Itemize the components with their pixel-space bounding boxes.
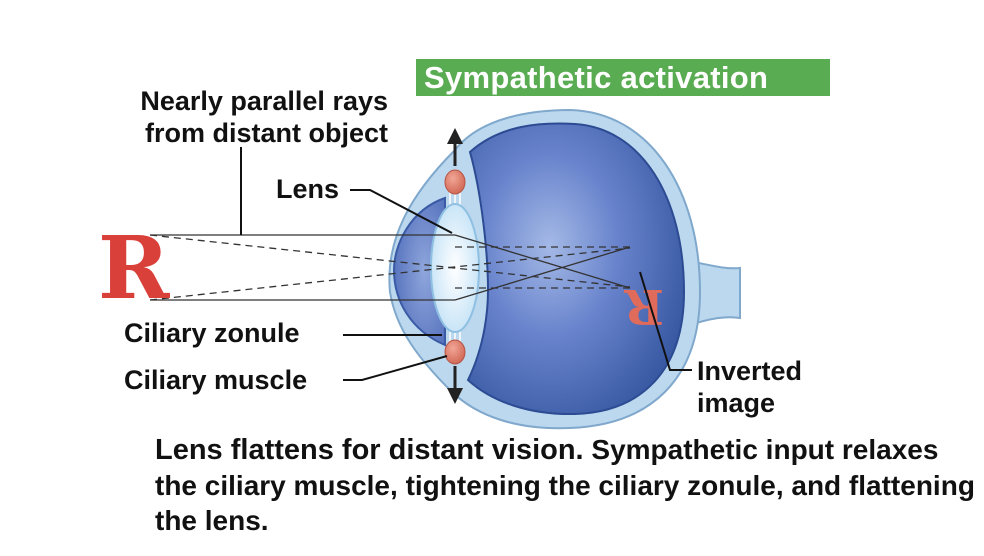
caption-title: Lens flattens for distant vision.	[155, 434, 584, 466]
ciliary-muscle-top	[444, 169, 466, 195]
arrow-up-icon	[447, 128, 463, 166]
lens-label: Lens	[276, 174, 340, 204]
inverted-image-label: Inverted image	[697, 355, 802, 419]
ciliary-muscle-label: Ciliary muscle	[124, 365, 308, 395]
ciliary-zonule-label: Ciliary zonule	[124, 318, 300, 348]
caption-body: Sympathetic input relaxes the ciliary mu…	[155, 434, 975, 536]
light-rays	[149, 234, 631, 301]
inverted-image-label-line1: Inverted	[697, 356, 803, 386]
parallel-rays-label-line2: from distant object	[144, 118, 388, 148]
arrow-down-icon	[447, 366, 463, 404]
caption: Lens flattens for distant vision. Sympat…	[155, 432, 975, 538]
ciliary-muscle-bottom	[444, 339, 466, 365]
sympathetic-activation-banner: Sympathetic activation	[416, 59, 830, 96]
inverted-image-label-line2: image	[697, 388, 776, 418]
object-letter: R	[98, 218, 170, 319]
parallel-rays-label: Nearly parallel rays from distant object	[98, 85, 388, 149]
leader-lines	[240, 147, 692, 381]
parallel-rays-label-line1: Nearly parallel rays	[140, 86, 388, 116]
